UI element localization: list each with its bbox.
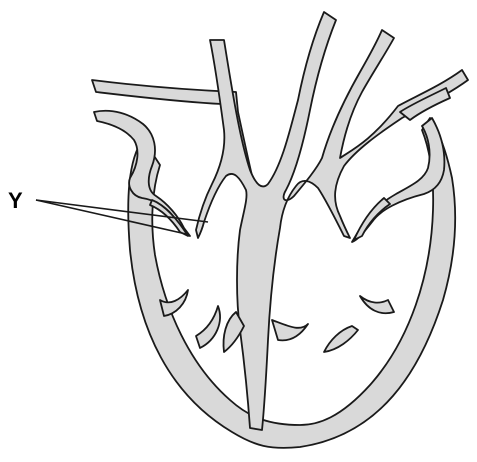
right-valve-flap <box>354 198 390 240</box>
label-y: Y <box>8 188 23 213</box>
right-wall-trabecula <box>360 296 394 313</box>
central-vessel <box>196 12 468 430</box>
right-papillary-muscle <box>272 320 308 340</box>
right-wall-trabecula-lower <box>324 326 358 352</box>
left-wall-trabecula-lower <box>196 306 220 348</box>
